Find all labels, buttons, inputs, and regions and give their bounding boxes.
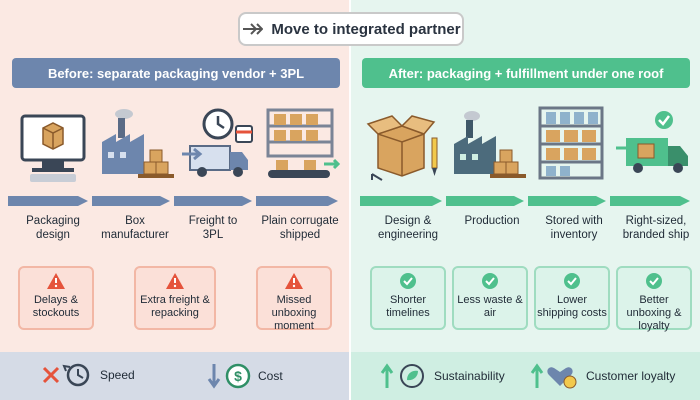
warning-icon [166,273,184,289]
check-icon [646,273,662,289]
warning-icon [47,273,65,289]
open-box-pencil-icon [366,104,446,186]
benefit-card-better-unboxing: Better unboxing & loyalty [616,266,692,332]
truck-clock-icon [180,104,260,186]
before-banner: Before: separate packaging vendor + 3PL [12,58,340,88]
truck-check-icon [616,104,696,186]
after-flow-arrow [360,190,696,212]
title-pill: Move to integrated partner [238,12,464,46]
step-label-packaging-design: Packaging design [26,215,80,241]
factory-icon [450,104,530,186]
benefit-card-text: Lower shipping costs [537,294,607,319]
step-label-right-sized-ship: Right-sized, branded ship [622,215,690,241]
panel-divider [349,0,351,400]
warning-icon [285,273,303,289]
problem-card-missed-unboxing: Missed unboxing moment [256,266,332,332]
metric-speed: Speed [40,362,135,388]
page-title: Move to integrated partner [271,20,461,38]
benefit-card-text: Shorter timelines [386,294,430,319]
step-label-box-manufacturer: Box manufacturer [101,215,169,241]
after-banner: After: packaging + fulfillment under one… [362,58,690,88]
shelving-icon [532,104,612,186]
benefit-card-lower-shipping: Lower shipping costs [534,266,610,330]
metric-cost: $ Cost [206,362,283,390]
before-metrics-bar [0,352,349,400]
svg-text:$: $ [234,368,242,384]
cost-down-icon: $ [207,363,251,389]
slow-clock-icon [42,363,90,387]
benefit-card-text: Less waste & air [457,294,523,319]
problem-card-text: Missed unboxing moment [271,294,317,332]
metric-label: Speed [100,368,135,382]
benefit-card-shorter-timelines: Shorter timelines [370,266,446,330]
step-label-plain-corrugate: Plain corrugate shipped [261,215,339,241]
metric-label: Customer loyalty [586,369,676,383]
benefit-card-less-waste: Less waste & air [452,266,528,330]
metric-label: Sustainability [434,369,505,383]
loyalty-up-icon [530,363,577,389]
check-icon [482,273,498,289]
metric-sustainability: Sustainability [380,362,505,390]
warehouse-conveyor-icon [262,104,342,186]
step-label-freight: Freight to 3PL [188,215,238,241]
step-label-stored-with-inventory: Stored with inventory [545,215,603,241]
before-flow-arrow [8,190,348,212]
problem-card-extra-freight: Extra freight & repacking [134,266,216,330]
metric-label: Cost [258,369,283,383]
check-icon [564,273,580,289]
metric-customer-loyalty: Customer loyalty [530,362,675,390]
factory-icon [98,104,178,186]
problem-card-text: Delays & stockouts [32,294,80,319]
step-label-production: Production [464,215,520,227]
problem-card-delays: Delays & stockouts [18,266,94,330]
benefit-card-text: Better unboxing & loyalty [626,294,682,332]
step-label-design-engineering: Design & engineering [377,215,439,241]
problem-card-text: Extra freight & repacking [140,294,210,319]
double-arrow-icon [243,23,264,35]
check-icon [400,273,416,289]
monitor-box-icon [16,104,96,186]
sustainability-up-icon [380,363,424,388]
